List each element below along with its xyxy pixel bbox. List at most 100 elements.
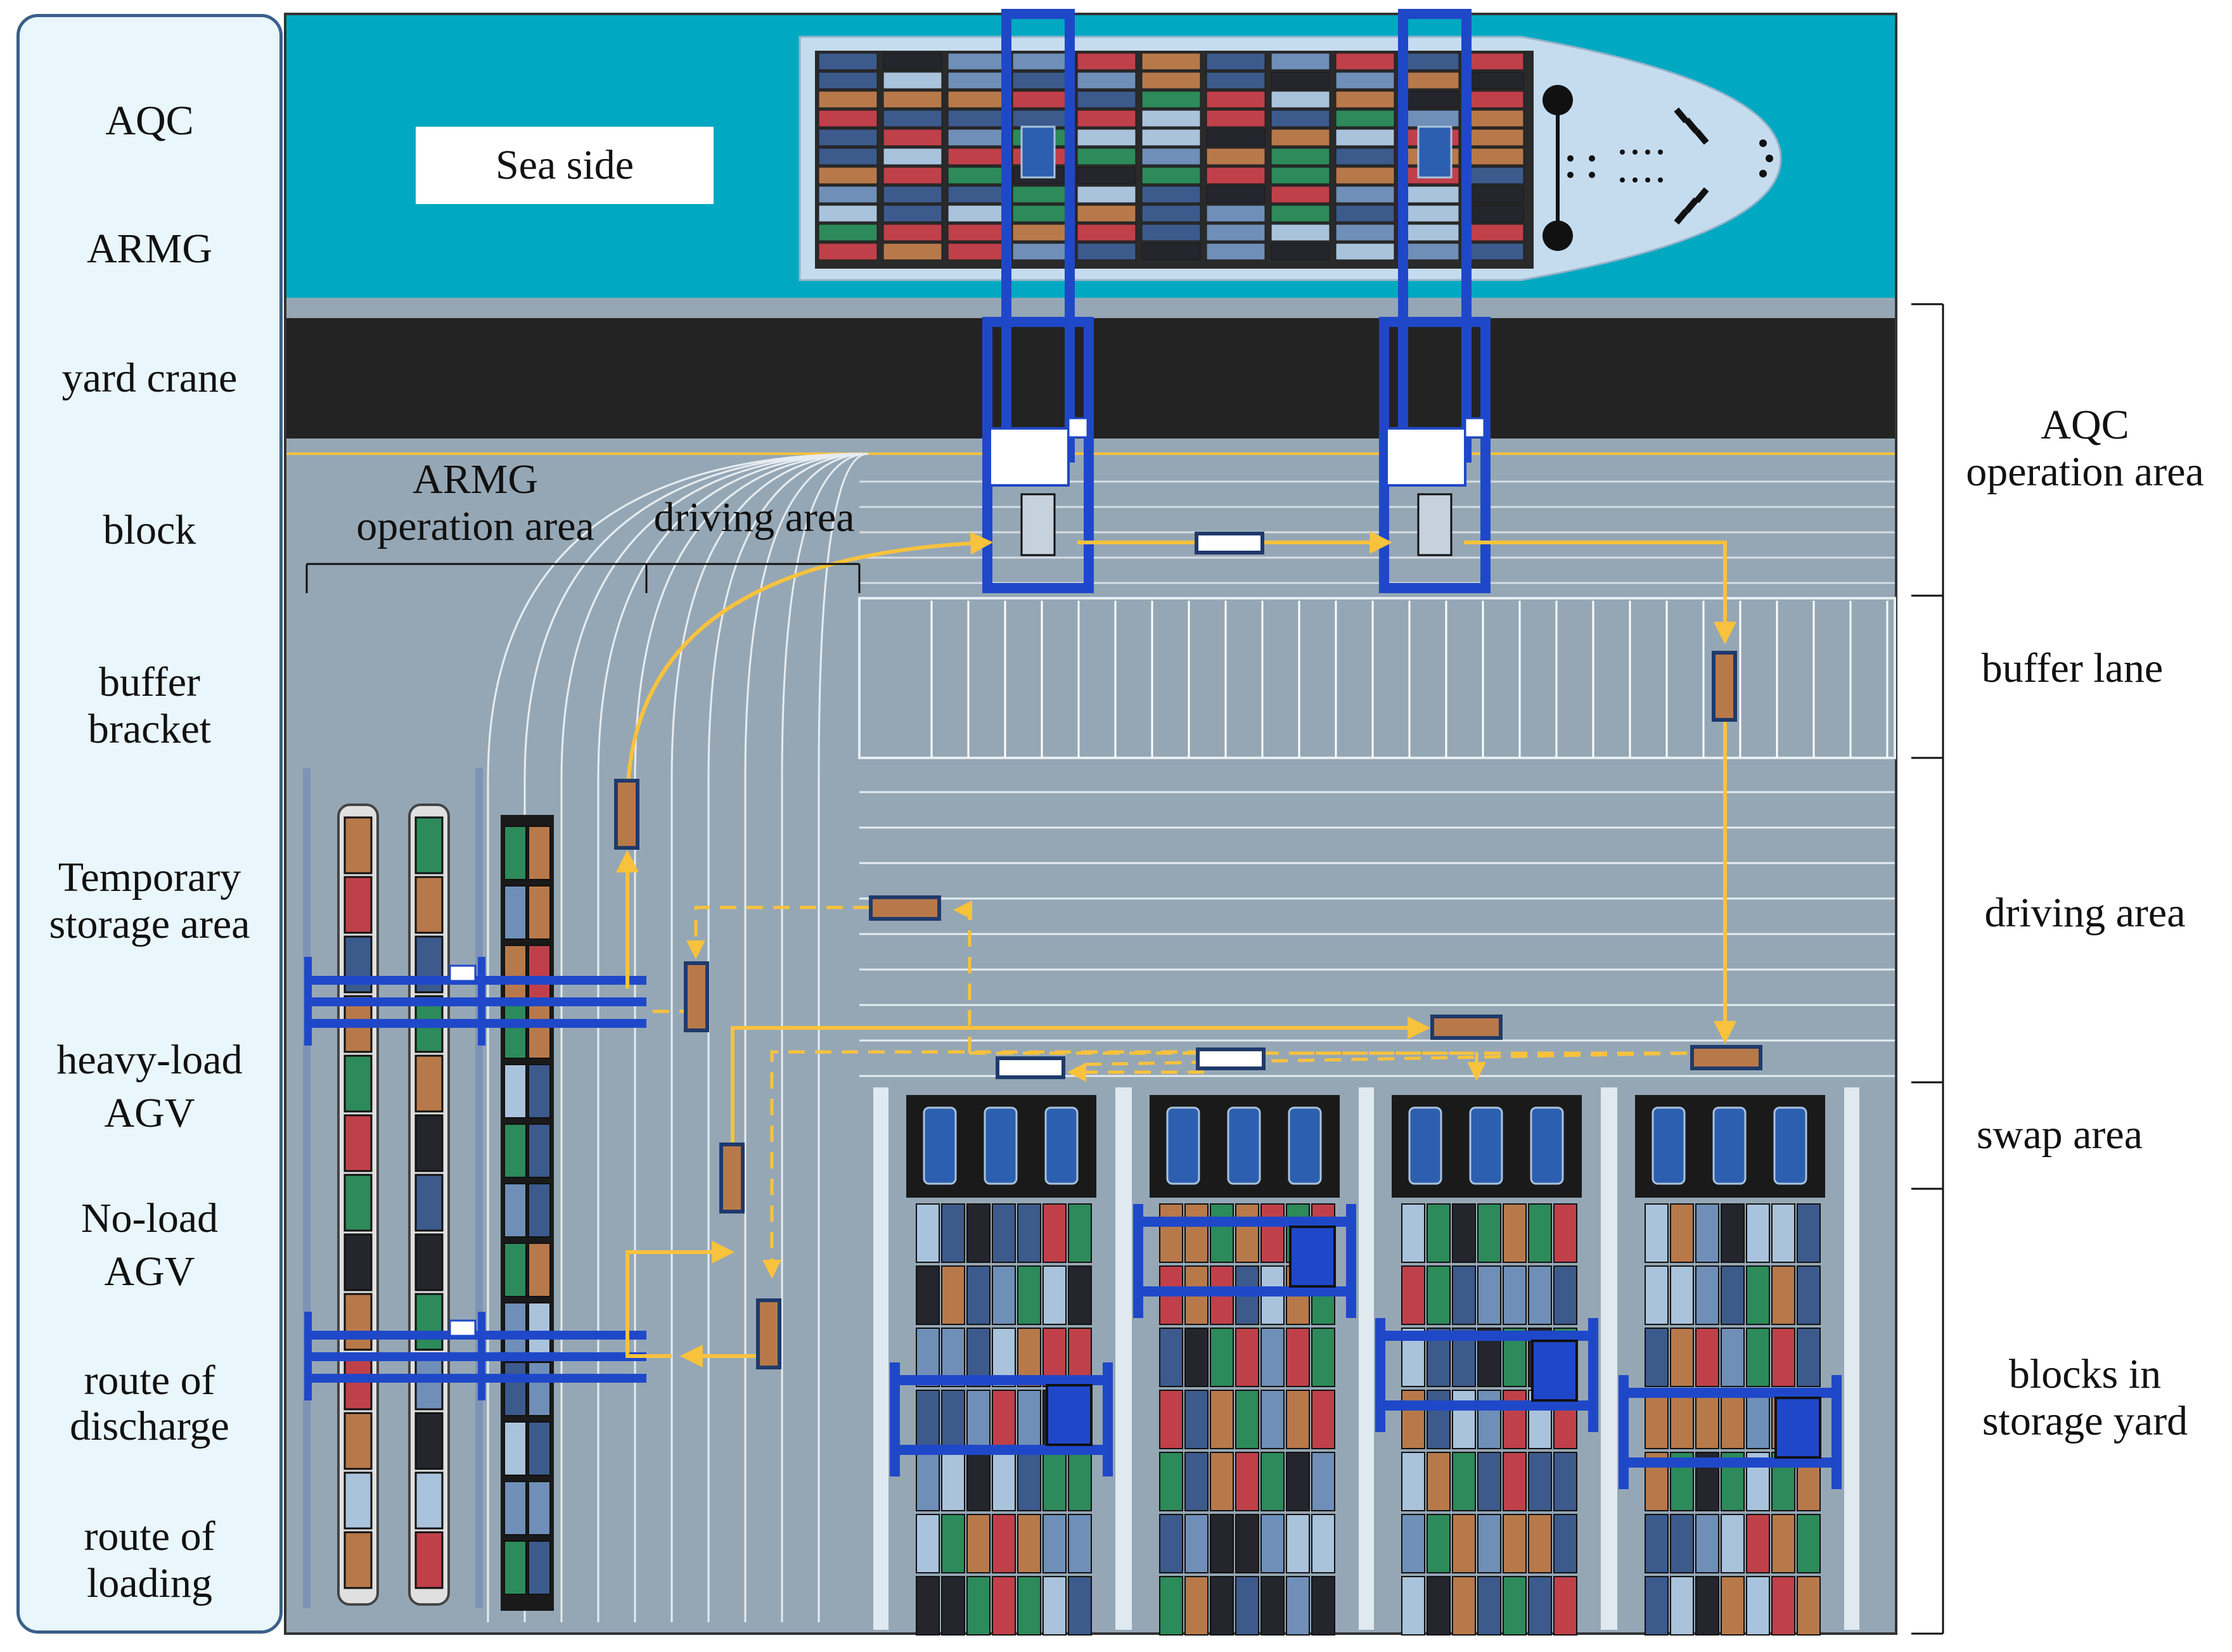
ship-container [1141, 186, 1201, 203]
ship-container [1335, 148, 1395, 165]
ship-container [1141, 110, 1201, 127]
container [1503, 1452, 1527, 1511]
container [1159, 1203, 1183, 1263]
container [1235, 1390, 1259, 1449]
ship-container [1465, 110, 1524, 127]
ship-container [1141, 224, 1201, 241]
ship-container [1077, 205, 1136, 222]
container [1401, 1514, 1425, 1573]
ship-container [1141, 148, 1201, 165]
ship-container [818, 53, 878, 70]
zone-buffer-lane-label: buffer lane [1981, 645, 2164, 691]
container [1553, 1576, 1577, 1636]
ship-container [1271, 205, 1330, 222]
container [1068, 1203, 1092, 1263]
container [1452, 1390, 1476, 1449]
container [414, 1114, 444, 1172]
container [1797, 1328, 1821, 1387]
ship-container [1077, 72, 1136, 89]
ship-container [1206, 91, 1266, 108]
heavy-load-agv [719, 1143, 745, 1213]
ship-container [1206, 148, 1266, 165]
container [1477, 1265, 1501, 1325]
container [966, 1390, 991, 1449]
container [1068, 1576, 1092, 1636]
container [1042, 1514, 1067, 1573]
container [1068, 1265, 1092, 1325]
ship-container [818, 186, 878, 203]
ship-container [1335, 186, 1395, 203]
container [1235, 1452, 1259, 1511]
container [941, 1514, 965, 1573]
ship-container [1206, 205, 1266, 222]
container [1427, 1265, 1451, 1325]
container [1235, 1328, 1259, 1387]
ship-container [947, 129, 1007, 146]
container [1210, 1576, 1234, 1636]
container [1184, 1452, 1209, 1511]
container [343, 1233, 373, 1291]
container [916, 1203, 940, 1263]
container [504, 1243, 527, 1297]
container [1477, 1390, 1501, 1449]
sea-side-label: Sea side [416, 127, 714, 204]
container [1771, 1576, 1795, 1636]
container [1553, 1203, 1577, 1263]
ship-container [1141, 129, 1201, 146]
ship-container [1271, 148, 1330, 165]
ship-container [1271, 186, 1330, 203]
container [966, 1265, 991, 1325]
ship-container [1465, 72, 1524, 89]
ship-container [1335, 129, 1395, 146]
container [1311, 1576, 1335, 1636]
ship-container [1465, 167, 1524, 184]
container [1503, 1514, 1527, 1573]
rail [1359, 1087, 1374, 1630]
ship-container [1077, 110, 1136, 127]
container [1042, 1576, 1067, 1636]
container [1210, 1390, 1234, 1449]
container [1695, 1390, 1719, 1449]
no-load-agv [1195, 532, 1264, 554]
ship-container [1465, 129, 1524, 146]
ship-container [1465, 205, 1524, 222]
aqc-crane [1379, 9, 1491, 593]
container [1068, 1452, 1092, 1511]
legend-buffer-label: buffer [98, 659, 201, 705]
bracket-agv [1469, 1106, 1503, 1185]
ship-container [818, 243, 878, 260]
ship-container [1012, 186, 1072, 203]
container [1645, 1576, 1669, 1636]
rail [1602, 1087, 1617, 1630]
container [343, 1531, 373, 1589]
ship-container [947, 148, 1007, 165]
container [504, 1540, 527, 1595]
container [992, 1576, 1016, 1636]
container [916, 1265, 940, 1325]
discharge-routes [616, 531, 1736, 1367]
ship-container [1465, 186, 1524, 203]
container [1260, 1514, 1285, 1573]
container [1746, 1328, 1770, 1387]
container [1401, 1265, 1425, 1325]
ship-container [883, 129, 942, 146]
container [528, 945, 551, 999]
ship-container [883, 186, 942, 203]
ship-container [1400, 72, 1459, 89]
bracket-agv [1773, 1106, 1807, 1185]
container [1797, 1576, 1821, 1636]
yard-crane [890, 1362, 1113, 1476]
heavy-load-agv [1690, 1045, 1762, 1070]
ship-container [1335, 243, 1395, 260]
ship-container [1335, 53, 1395, 70]
container [1311, 1514, 1335, 1573]
ship-container [1206, 224, 1266, 241]
container [1503, 1390, 1527, 1449]
container [1210, 1452, 1234, 1511]
heavy-load-agv [869, 895, 941, 921]
container [1311, 1390, 1335, 1449]
ship-container [947, 243, 1007, 260]
container [916, 1576, 940, 1636]
container [528, 885, 551, 940]
